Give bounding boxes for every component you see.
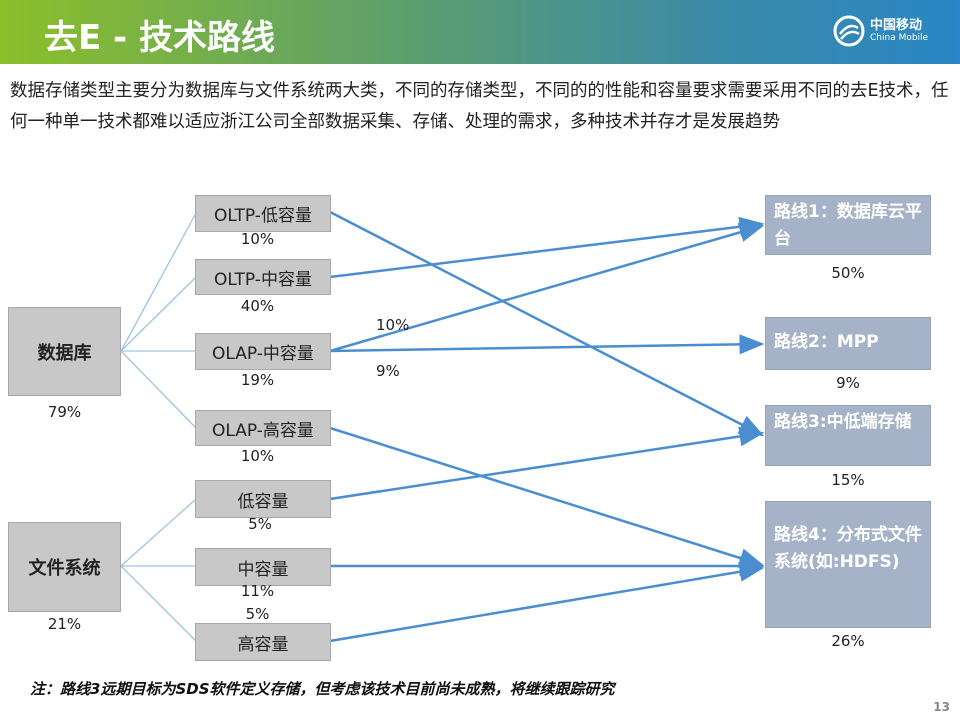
- type-pct: 10%: [240, 230, 275, 248]
- thin-line: [120, 565, 197, 642]
- type-box: OLAP-高容量: [195, 410, 331, 446]
- arrow-olap-mid-route1: [329, 222, 765, 353]
- thin-line: [120, 212, 197, 352]
- type-pct: 11%: [240, 582, 275, 600]
- arrow-olap-mid-route2: [329, 334, 765, 355]
- split-label: 10%: [376, 316, 410, 334]
- category-database: 数据库: [8, 307, 121, 396]
- thin-line: [120, 350, 197, 429]
- thin-line: [120, 276, 197, 352]
- page-title: 去E - 技术路线: [44, 18, 276, 58]
- type-box: OLTP-中容量: [195, 259, 331, 295]
- route-box: 路线2：MPP: [765, 317, 931, 370]
- category-pct: 79%: [47, 403, 82, 421]
- category-pct: 21%: [47, 615, 82, 633]
- split-label: 9%: [376, 362, 400, 380]
- route-pct: 26%: [831, 632, 865, 650]
- type-pct: 10%: [240, 447, 275, 465]
- type-box: 中容量: [195, 548, 331, 586]
- type-pct: 5%: [245, 605, 270, 623]
- route-pct: 15%: [831, 471, 865, 489]
- category-filesystem: 文件系统: [8, 522, 121, 612]
- arrow-olap-high-route4: [329, 426, 765, 568]
- type-box: OLAP-中容量: [195, 333, 331, 370]
- type-box: OLTP-低容量: [195, 195, 331, 232]
- route-pct: 9%: [836, 374, 860, 392]
- type-pct: 5%: [248, 515, 272, 533]
- intro-text: 数据存储类型主要分为数据库与文件系统两大类，不同的存储类型，不同的的性能和容量要…: [10, 81, 949, 132]
- arrow-fs-low-route3: [329, 426, 765, 501]
- footnote: 注：路线3远期目标为SDS软件定义存储，但考虑该技术目前尚未成熟，将继续跟踪研究: [30, 680, 615, 698]
- type-pct: 40%: [240, 297, 275, 315]
- type-box: 高容量: [195, 623, 331, 661]
- thin-line: [120, 498, 197, 567]
- arrow-oltp-mid-route1: [329, 216, 765, 279]
- route-box: 路线1：数据库云平台: [765, 195, 931, 255]
- route-box: 路线4：分布式文件系统(如:HDFS): [765, 501, 931, 628]
- logo-icon: [833, 15, 865, 47]
- logo-en: China Mobile: [870, 32, 929, 43]
- page-number: 13: [933, 700, 950, 714]
- arrow-oltp-low-route3: [329, 210, 765, 437]
- type-pct: 19%: [240, 371, 275, 389]
- type-box: 低容量: [195, 480, 331, 518]
- arrow-fs-high-route4: [329, 561, 765, 643]
- logo-cn: 中国移动: [870, 17, 923, 33]
- route-box: 路线3:中低端存储: [765, 405, 931, 466]
- route-pct: 50%: [831, 264, 865, 282]
